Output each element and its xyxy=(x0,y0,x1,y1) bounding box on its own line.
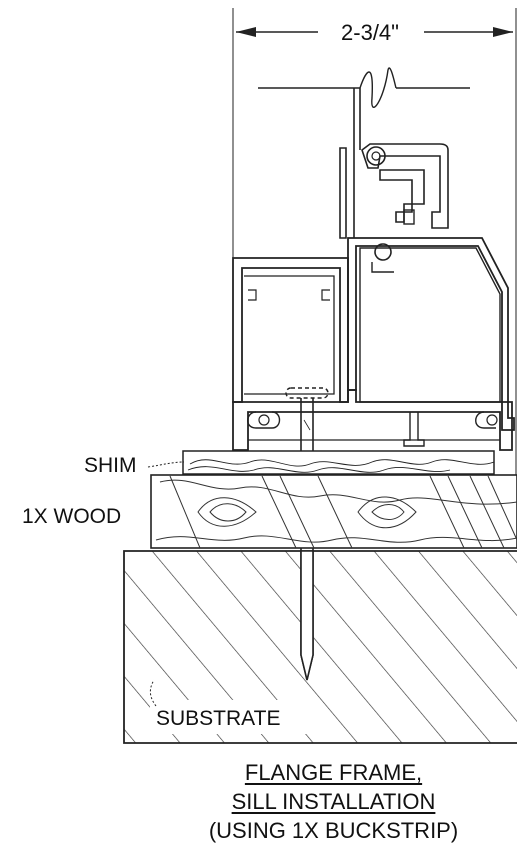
flange-receptor xyxy=(232,257,349,403)
dimension-line: 2-3/4" xyxy=(236,20,513,45)
callout-labels: SHIM 1X WOOD SUBSTRATE xyxy=(22,454,280,730)
caption-note: (USING 1X BUCKSTRIP) xyxy=(208,818,459,843)
glass-pane xyxy=(258,67,470,238)
frame-profile xyxy=(232,237,515,451)
caption-title: FLANGE FRAME, xyxy=(244,760,423,785)
sash-profile xyxy=(339,143,449,239)
substrate-label: SUBSTRATE xyxy=(156,707,280,730)
shim-label: SHIM xyxy=(84,454,137,477)
shim xyxy=(182,450,495,475)
wood-label: 1X WOOD xyxy=(22,505,121,528)
drawing-caption: FLANGE FRAME, SILL INSTALLATION (USING 1… xyxy=(150,758,517,845)
caption-subtitle: SILL INSTALLATION xyxy=(231,789,436,814)
substrate-block xyxy=(123,550,517,744)
dimension-label: 2-3/4" xyxy=(341,20,399,45)
break-mark xyxy=(359,67,397,108)
wood-buckstrip xyxy=(150,474,517,549)
